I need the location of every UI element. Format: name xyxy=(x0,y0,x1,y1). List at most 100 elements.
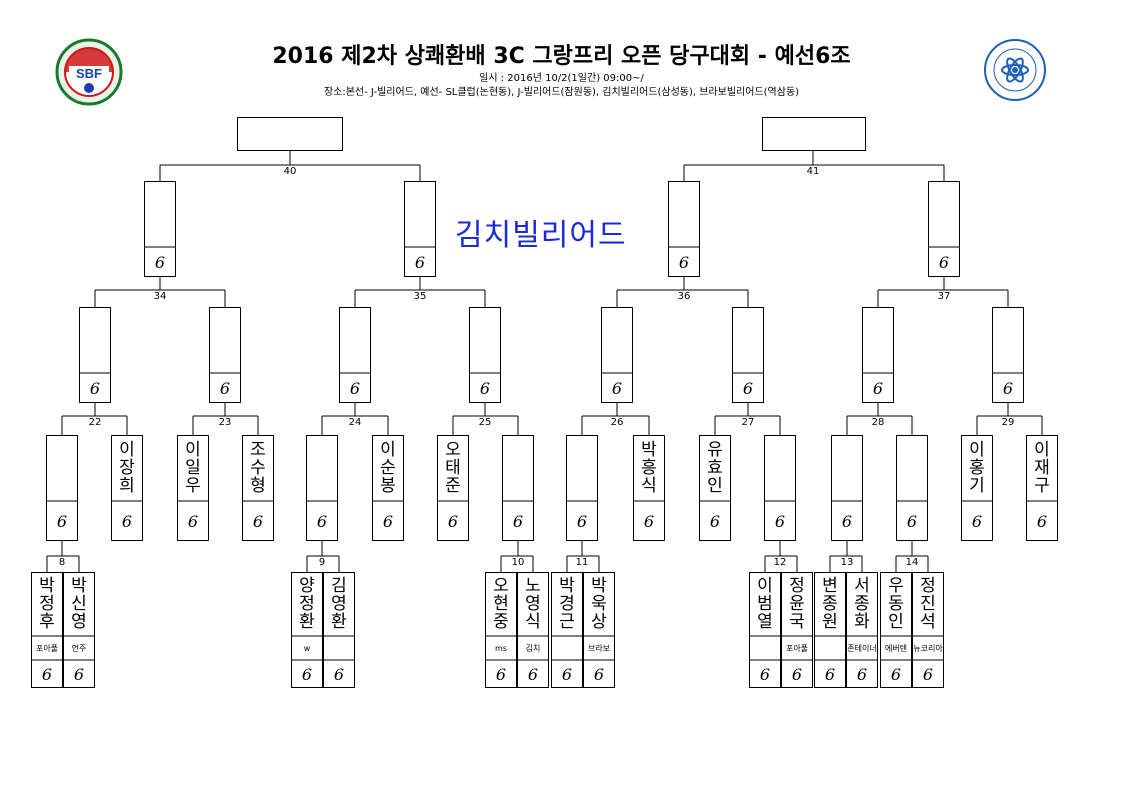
score-mark: 6 xyxy=(906,511,918,531)
score-mark: 6 xyxy=(774,511,786,531)
player-slot xyxy=(992,307,1024,403)
player-slot xyxy=(46,435,78,541)
player-club: ms xyxy=(495,643,507,653)
player-club: 포아풀 xyxy=(35,643,59,653)
player-name xyxy=(306,437,338,499)
prelim-player-slot xyxy=(551,572,583,688)
player-slot xyxy=(79,307,111,403)
player-name xyxy=(668,183,700,245)
score-mark: 6 xyxy=(709,511,721,531)
score-mark: 6 xyxy=(301,664,313,684)
player-club: 언주 xyxy=(71,643,87,653)
player-slot xyxy=(502,435,534,541)
score-mark: 6 xyxy=(479,378,491,398)
match-number: 14 xyxy=(905,557,919,568)
match-number: 29 xyxy=(1001,417,1015,428)
score-mark: 6 xyxy=(872,378,884,398)
score-mark: 6 xyxy=(252,511,264,531)
player-slot xyxy=(177,435,209,541)
score-mark: 6 xyxy=(938,252,950,272)
player-slot xyxy=(437,435,469,541)
player-club: 존테이너 xyxy=(847,643,877,653)
player-name xyxy=(404,183,436,245)
player-name xyxy=(831,437,863,499)
player-slot xyxy=(732,307,764,403)
final-winner-box xyxy=(762,117,866,151)
match-number: 37 xyxy=(937,291,951,302)
player-name xyxy=(339,309,371,371)
player-slot xyxy=(699,435,731,541)
match-number: 26 xyxy=(610,417,624,428)
score-mark: 6 xyxy=(382,511,394,531)
player-slot xyxy=(928,181,960,277)
score-mark: 6 xyxy=(856,664,868,684)
score-mark: 6 xyxy=(611,378,623,398)
player-name xyxy=(601,309,633,371)
match-number: 23 xyxy=(218,417,232,428)
player-slot xyxy=(668,181,700,277)
match-number: 25 xyxy=(478,417,492,428)
player-slot xyxy=(111,435,143,541)
score-mark: 6 xyxy=(316,511,328,531)
score-mark: 6 xyxy=(219,378,231,398)
player-slot xyxy=(633,435,665,541)
prelim-player-slot xyxy=(31,572,63,688)
prelim-player-slot xyxy=(781,572,813,688)
player-slot xyxy=(372,435,404,541)
match-number: 41 xyxy=(806,166,820,177)
match-number: 40 xyxy=(283,166,297,177)
score-mark: 6 xyxy=(73,664,85,684)
sports-council-logo xyxy=(984,39,1046,101)
match-number: 28 xyxy=(871,417,885,428)
player-club xyxy=(324,636,354,660)
match-number: 27 xyxy=(741,417,755,428)
score-mark: 6 xyxy=(495,664,507,684)
match-number: 12 xyxy=(773,557,787,568)
event-date: 일시 : 2016년 10/2(1일간) 09:00~/ xyxy=(479,73,644,84)
final-winner-box xyxy=(237,117,343,151)
score-mark: 6 xyxy=(89,378,101,398)
score-mark: 6 xyxy=(890,664,902,684)
sbf-logo: SBF xyxy=(55,38,123,106)
score-mark: 6 xyxy=(41,664,53,684)
score-mark: 6 xyxy=(643,511,655,531)
player-name xyxy=(502,437,534,499)
player-slot xyxy=(306,435,338,541)
player-name xyxy=(144,183,176,245)
event-venues: 장소:본선- J-빌리어드, 예선- SL클럽(논현동), J-빌리어드(잠원동… xyxy=(323,87,800,98)
score-mark: 6 xyxy=(742,378,754,398)
score-mark: 6 xyxy=(561,664,573,684)
player-name xyxy=(992,309,1024,371)
player-slot xyxy=(862,307,894,403)
player-slot xyxy=(566,435,598,541)
player-slot xyxy=(242,435,274,541)
player-club xyxy=(750,636,780,660)
prelim-player-slot xyxy=(814,572,846,688)
prelim-player-slot xyxy=(517,572,549,688)
prelim-player-slot xyxy=(63,572,95,688)
score-mark: 6 xyxy=(512,511,524,531)
player-slot xyxy=(896,435,928,541)
player-name xyxy=(764,437,796,499)
prelim-player-slot xyxy=(880,572,912,688)
prelim-player-slot xyxy=(485,572,517,688)
score-mark: 6 xyxy=(759,664,771,684)
player-slot xyxy=(469,307,501,403)
score-mark: 6 xyxy=(447,511,459,531)
prelim-player-slot xyxy=(912,572,944,688)
